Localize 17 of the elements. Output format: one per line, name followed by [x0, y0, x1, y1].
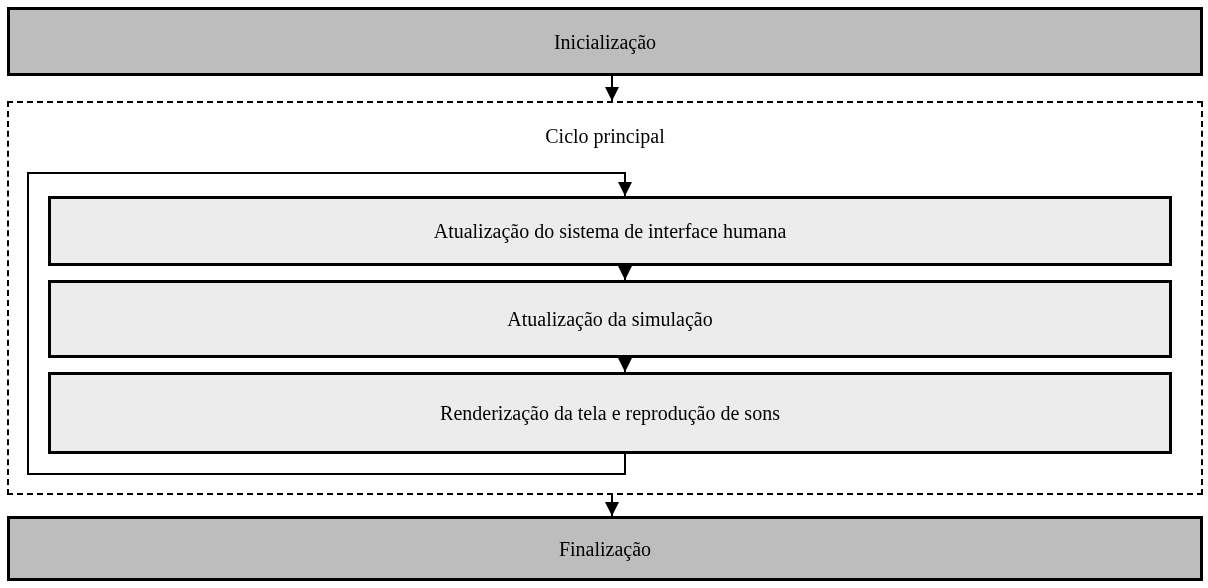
stage-box	[7, 516, 1203, 581]
loop-container	[7, 101, 1203, 495]
arrow	[605, 494, 619, 517]
process-box	[48, 196, 1172, 266]
box-label: Ciclo principal	[544, 124, 666, 150]
arrow	[618, 357, 632, 373]
process-box	[48, 372, 1172, 454]
box-label: Atualização do sistema de interface humana	[433, 219, 787, 245]
box-label: Inicialização	[553, 29, 657, 56]
stage-box	[7, 7, 1203, 76]
box-label: Renderização da tela e reprodução de sons	[440, 401, 780, 427]
process-box	[48, 280, 1172, 358]
arrow	[605, 75, 619, 102]
arrow	[618, 265, 632, 281]
arrow	[27, 172, 632, 475]
box-label: Atualização da simulação	[507, 307, 713, 333]
box-label: Finalização	[558, 536, 652, 563]
